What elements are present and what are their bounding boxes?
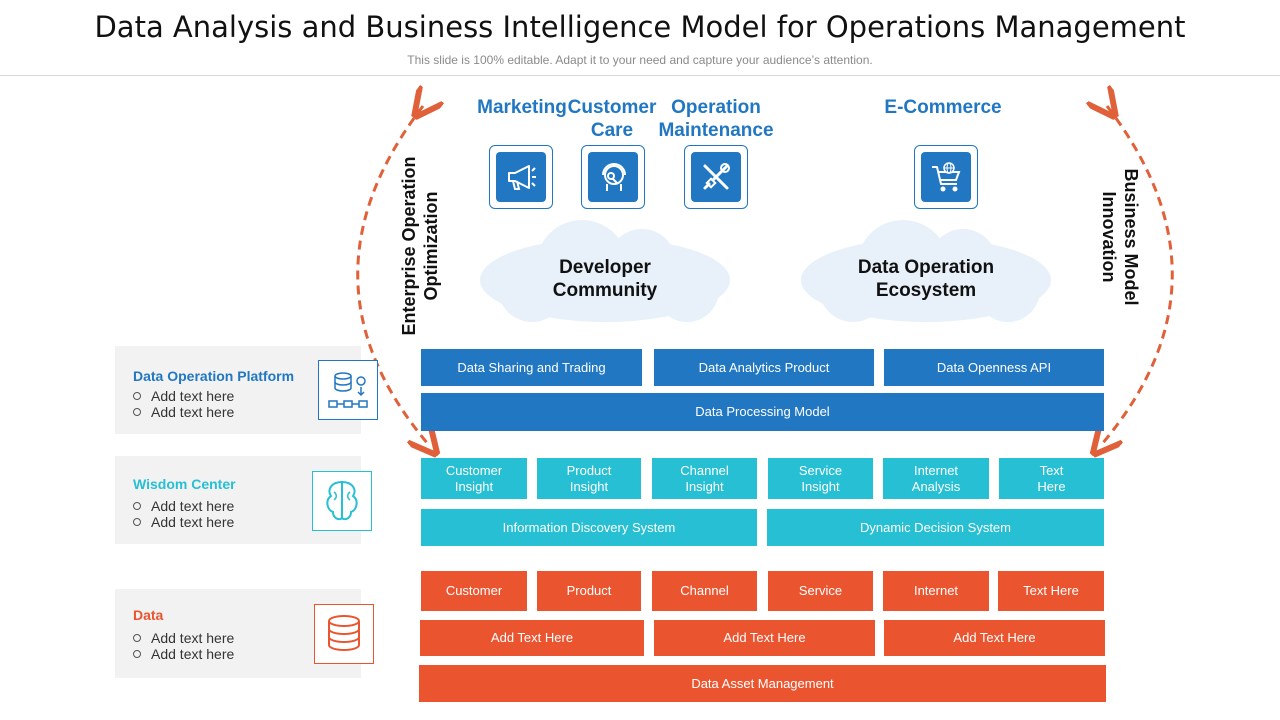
business-model-innovation-label: Business Model Innovation <box>1099 168 1141 306</box>
database-icon <box>314 604 374 664</box>
e-commerce-icon-tile <box>914 145 978 209</box>
data-bar-add-text-2: Add Text Here <box>654 620 875 656</box>
list-item: Add text here <box>133 514 234 530</box>
platform-box-openness-api: Data Openness API <box>884 349 1104 386</box>
category-operation-maintenance: Operation Maintenance <box>658 97 774 141</box>
list-item: Add text here <box>133 388 234 404</box>
data-box-internet: Internet <box>883 571 989 611</box>
developer-community-cloud <box>480 220 730 322</box>
panel-title: Wisdom Center <box>133 476 236 492</box>
wisdom-bar-information-discovery: Information Discovery System <box>421 509 757 546</box>
right-dashed-arrow <box>1102 106 1174 444</box>
list-item: Add text here <box>133 404 234 420</box>
brain-icon <box>312 471 372 531</box>
panel-title: Data <box>133 607 164 623</box>
tools-icon <box>703 163 730 190</box>
data-bar-add-text-3: Add Text Here <box>884 620 1105 656</box>
shopping-cart-icon <box>932 162 961 192</box>
data-operation-ecosystem-cloud <box>801 220 1051 322</box>
left-dashed-arrow <box>356 106 428 444</box>
data-box-service: Service <box>768 571 873 611</box>
data-box-channel: Channel <box>652 571 757 611</box>
customer-care-icon-tile <box>581 145 645 209</box>
data-operation-ecosystem-label: Data Operation Ecosystem <box>857 257 995 301</box>
platform-box-analytics-product: Data Analytics Product <box>654 349 874 386</box>
data-box-product: Product <box>537 571 641 611</box>
list-item: Add text here <box>133 498 234 514</box>
developer-community-label: Developer Community <box>552 257 658 301</box>
data-bar-asset-management: Data Asset Management <box>419 665 1106 702</box>
category-e-commerce: E-Commerce <box>884 97 1002 118</box>
operation-maintenance-icon-tile <box>684 145 748 209</box>
slide-title: Data Analysis and Business Intelligence … <box>94 10 1186 44</box>
panel-title: Data Operation Platform <box>133 368 295 384</box>
list-item: Add text here <box>133 630 234 646</box>
platform-bar-processing-model: Data Processing Model <box>421 393 1104 431</box>
data-box-text-here: Text Here <box>998 571 1104 611</box>
platform-box-data-sharing: Data Sharing and Trading <box>421 349 642 386</box>
list-item: Add text here <box>133 646 234 662</box>
headset-icon <box>602 163 626 191</box>
category-marketing: Marketing <box>477 97 567 118</box>
wisdom-bar-dynamic-decision: Dynamic Decision System <box>767 509 1104 546</box>
megaphone-icon <box>508 165 536 190</box>
slide-subtitle: This slide is 100% editable. Adapt it to… <box>407 53 873 67</box>
marketing-icon-tile <box>489 145 553 209</box>
data-bar-add-text-1: Add Text Here <box>420 620 644 656</box>
enterprise-operation-optimization-label: Enterprise Operation Optimization <box>399 156 441 336</box>
data-platform-icon <box>318 360 378 420</box>
header-divider <box>0 75 1280 76</box>
data-box-customer: Customer <box>421 571 527 611</box>
category-customer-care: Customer Care <box>567 97 657 141</box>
